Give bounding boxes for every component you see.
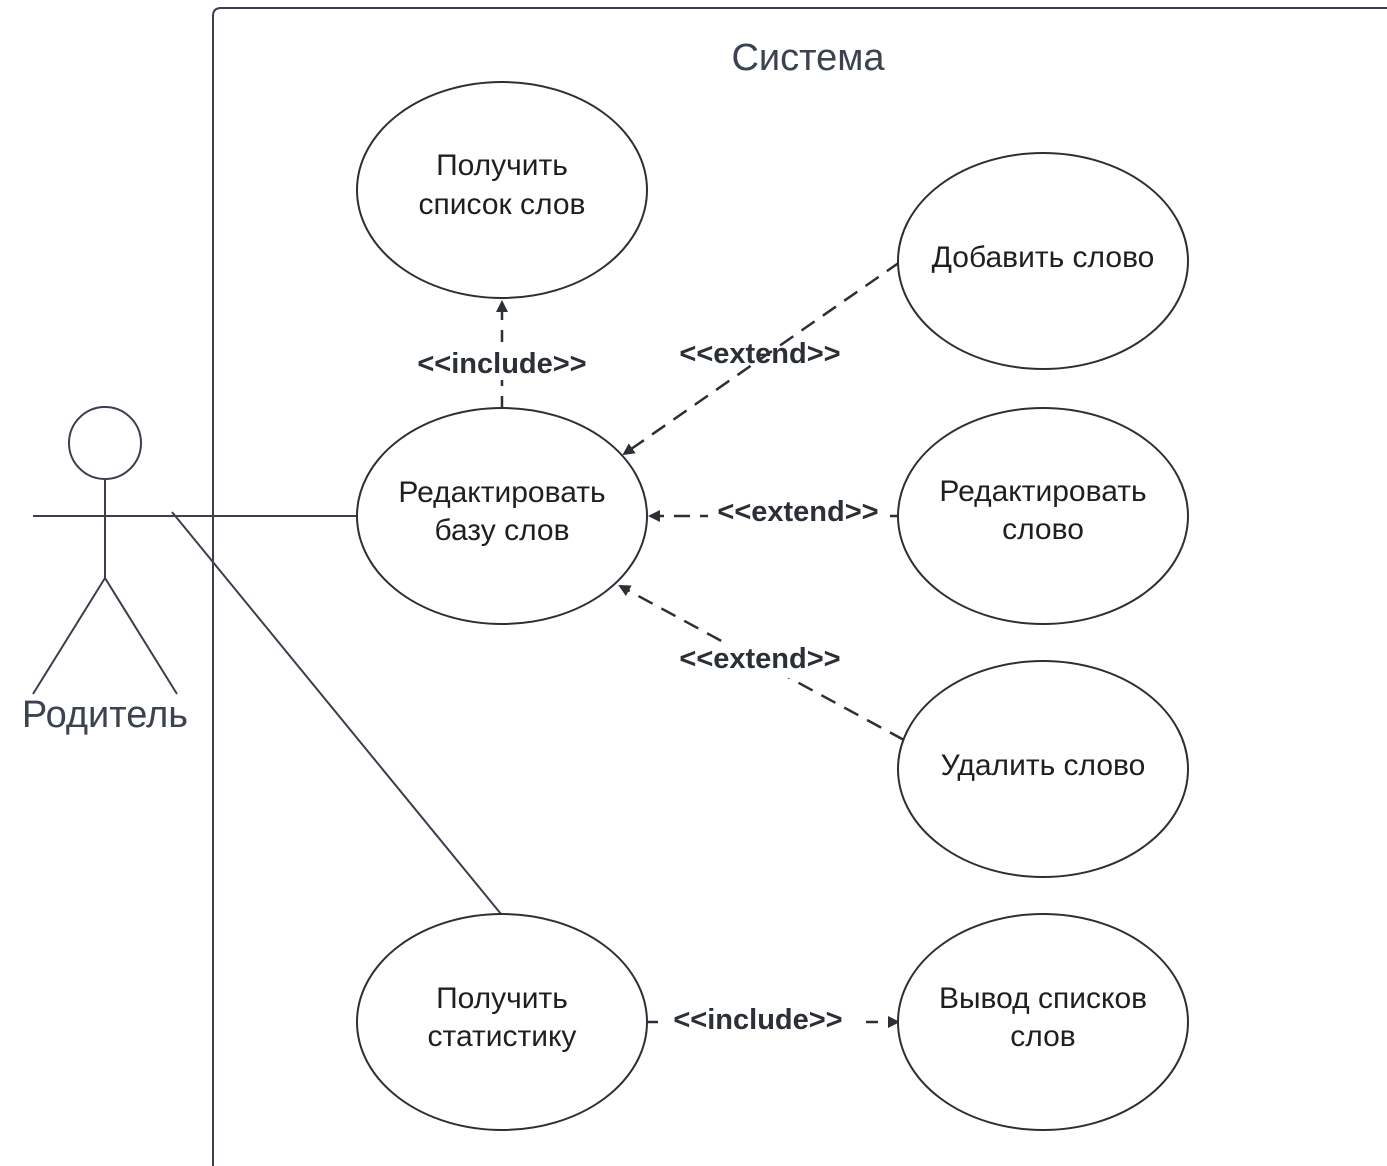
include-label-top: <<include>> <box>410 344 596 380</box>
use-case-edit-word[interactable]: Редактировать слово <box>897 407 1189 625</box>
actor-name: Родитель <box>22 694 188 736</box>
system-title: Система <box>731 37 885 79</box>
use-case-label-line-1: Вывод списков <box>939 982 1147 1015</box>
use-case-get-statistics[interactable]: Получить статистику <box>356 913 648 1131</box>
use-case-label-line-2: базу слов <box>434 514 569 547</box>
extend-line-add <box>622 260 901 456</box>
use-case-label-line-1: Добавить слово <box>932 241 1155 274</box>
use-case-label-line-1: Редактировать <box>398 476 605 509</box>
actor-head <box>68 406 142 480</box>
use-case-label-line-2: статистику <box>428 1020 577 1053</box>
actor-parent[interactable]: Родитель <box>22 406 188 736</box>
use-case-label-line-2: список слов <box>419 188 586 221</box>
use-case-label-line-1: Получить <box>436 149 568 182</box>
svg-text:<<extend>>: <<extend>> <box>717 496 878 528</box>
use-case-edit-word-base[interactable]: Редактировать базу слов <box>356 407 648 625</box>
actor-left-leg <box>32 577 106 695</box>
extend-label-delete: <<extend>> <box>670 642 850 678</box>
svg-text:<<include>>: <<include>> <box>673 1004 842 1036</box>
svg-text:<<include>>: <<include>> <box>417 348 586 380</box>
include-label-bottom: <<include>> <box>660 1002 856 1040</box>
actor-right-leg <box>104 577 178 695</box>
system-boundary <box>212 7 1387 1166</box>
extend-label-edit: <<extend>> <box>708 494 890 532</box>
use-case-add-word[interactable]: Добавить слово <box>897 152 1189 370</box>
use-case-output-word-lists[interactable]: Вывод списков слов <box>897 913 1189 1131</box>
association-get-statistics <box>171 511 502 915</box>
use-case-label-line-2: слов <box>1010 1020 1075 1053</box>
use-case-delete-word[interactable]: Удалить слово <box>897 660 1189 878</box>
use-case-label-line-1: Удалить слово <box>941 749 1146 782</box>
use-case-label-line-2: слово <box>1002 513 1084 546</box>
use-case-label-line-1: Редактировать <box>939 475 1146 508</box>
use-case-label-line-1: Получить <box>436 982 568 1015</box>
svg-text:<<extend>>: <<extend>> <box>679 338 840 370</box>
use-case-get-word-list[interactable]: Получить список слов <box>356 81 648 299</box>
svg-text:<<extend>>: <<extend>> <box>679 643 840 675</box>
extend-label-add: <<extend>> <box>679 338 840 370</box>
